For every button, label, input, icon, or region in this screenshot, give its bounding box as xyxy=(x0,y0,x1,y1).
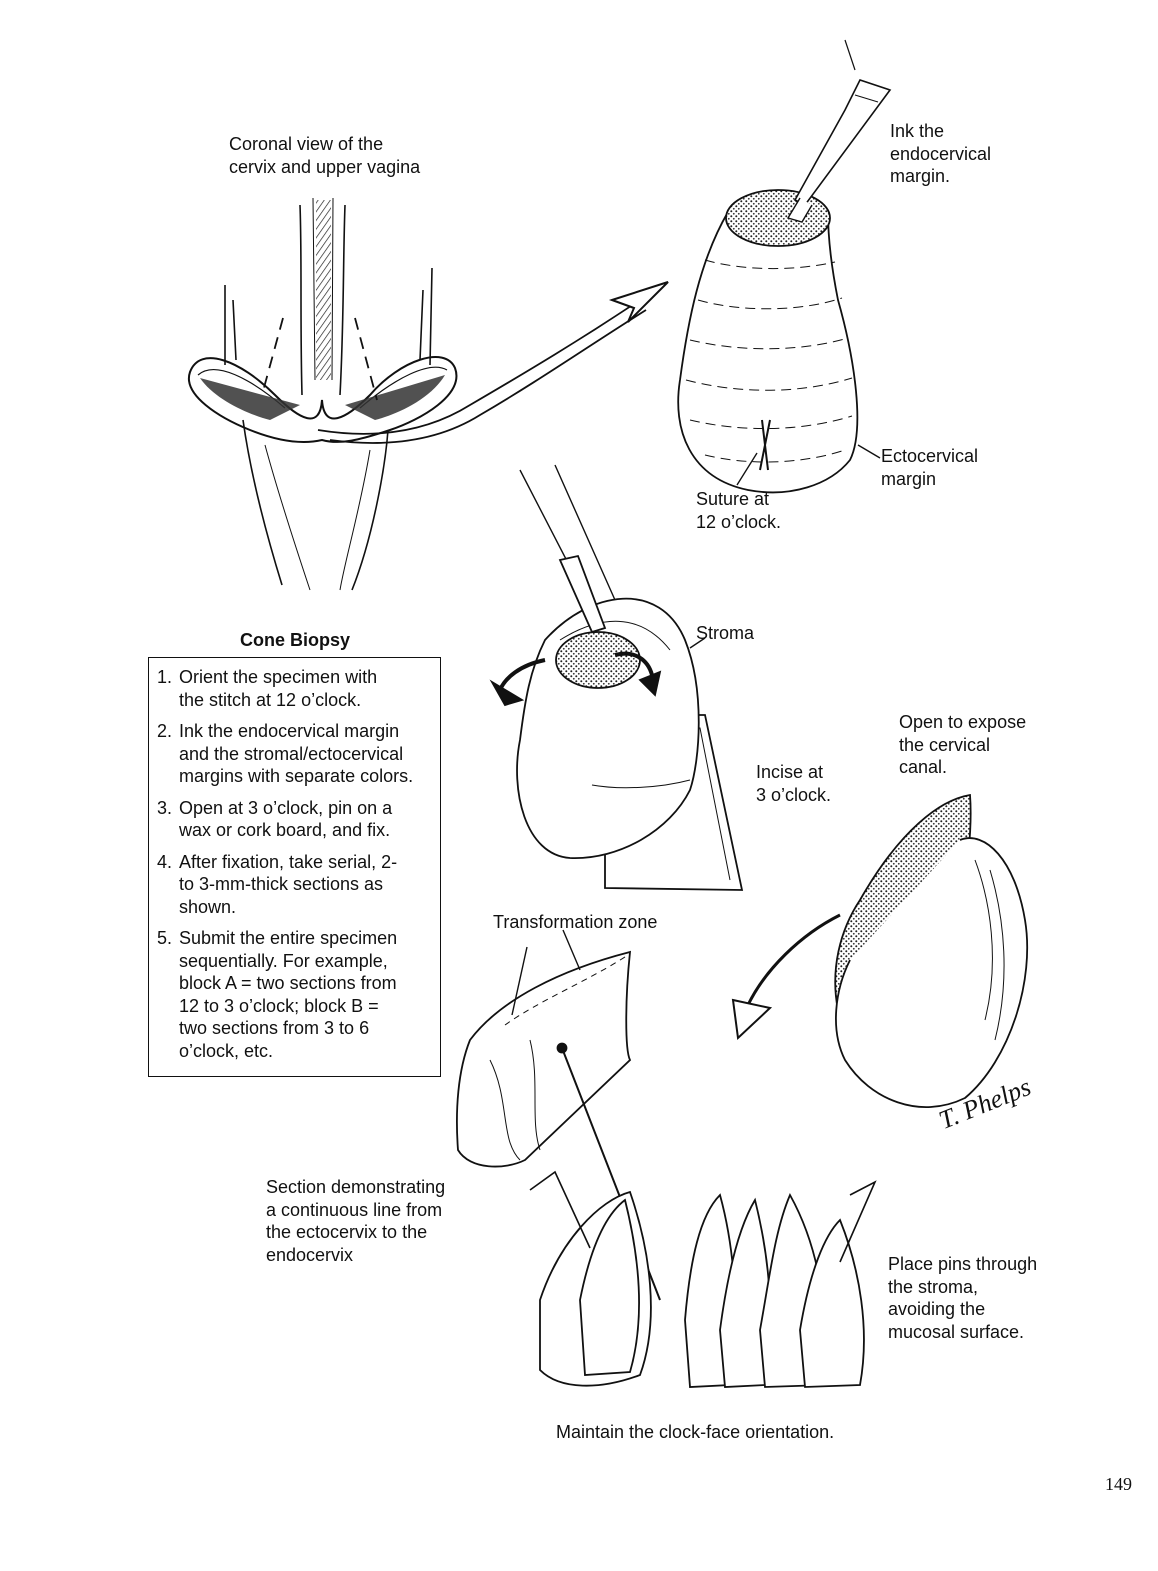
label-open-to-expose: Open to expose the cervical canal. xyxy=(899,712,1027,777)
label-section-demonstrating: Section demonstrating a continuous line … xyxy=(266,1177,446,1265)
step-item: 1. Orient the specimen with the stitch a… xyxy=(157,666,434,711)
serial-sections-drawing xyxy=(529,1170,877,1388)
step-item: 4. After fixation, take serial, 2- to 3-… xyxy=(157,851,434,919)
step-item: 5. Submit the entire specimen sequential… xyxy=(157,927,434,1062)
step-number: 4. xyxy=(157,851,173,872)
label-ectocervical-margin: Ectocervical margin xyxy=(881,446,979,489)
step-text: Submit the entire specimen sequentially.… xyxy=(179,928,398,1061)
cone-biopsy-steps-box: 1. Orient the specimen with the stitch a… xyxy=(148,657,441,1077)
step-number: 3. xyxy=(157,797,173,818)
page-number: 149 xyxy=(1105,1474,1132,1494)
step-number: 1. xyxy=(157,667,173,687)
step-text: After fixation, take serial, 2- to 3-mm-… xyxy=(179,851,398,917)
step-text: Orient the specimen with the stitch at 1… xyxy=(179,667,378,710)
step-number: 5. xyxy=(157,928,173,948)
label-incise: Incise at 3 o’clock. xyxy=(756,762,832,805)
tissue-section-drawing xyxy=(456,929,661,1301)
coronal-cervix-drawing xyxy=(187,197,669,591)
label-stroma: Stroma xyxy=(696,623,755,643)
label-transformation-zone: Transformation zone xyxy=(493,912,658,932)
step-number: 2. xyxy=(157,721,173,741)
cone-specimen-drawing xyxy=(677,79,892,494)
cone-biopsy-title: Cone Biopsy xyxy=(239,630,350,650)
label-leader-lines xyxy=(844,39,856,71)
step-text: Open at 3 o’clock, pin on a wax or cork … xyxy=(179,797,393,841)
step-text: Ink the endocervical margin and the stro… xyxy=(179,721,414,786)
label-suture: Suture at 12 o’clock. xyxy=(696,489,782,532)
label-maintain-orientation: Maintain the clock-face orientation. xyxy=(556,1422,835,1442)
incision-drawing xyxy=(489,464,744,891)
opened-specimen-drawing xyxy=(731,793,1029,1108)
step-item: 3. Open at 3 o’clock, pin on a wax or co… xyxy=(157,797,434,842)
label-ink-endocervical-margin: Ink the endocervical margin. xyxy=(890,121,992,186)
label-coronal-view: Coronal view of the cervix and upper vag… xyxy=(229,134,421,177)
label-place-pins: Place pins through the stroma, avoiding … xyxy=(888,1254,1038,1342)
step-item: 2. Ink the endocervical margin and the s… xyxy=(157,720,434,788)
